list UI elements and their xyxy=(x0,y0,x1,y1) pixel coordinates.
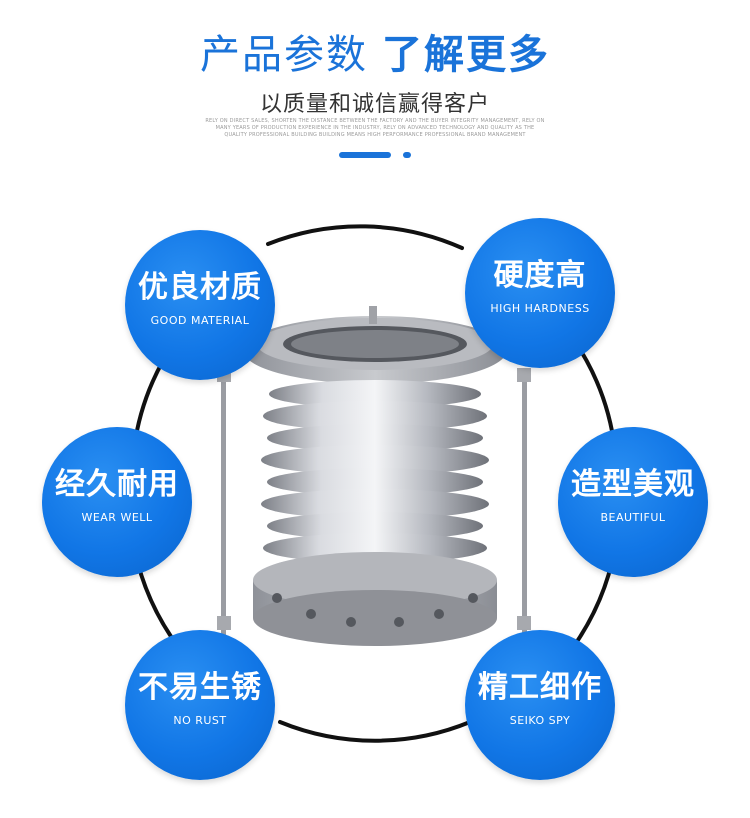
feature-badge-no-rust: 不易生锈 NO RUST xyxy=(125,630,275,780)
feature-title: 优良材质 xyxy=(138,270,262,305)
accent-bar xyxy=(339,152,391,158)
feature-title: 经久耐用 xyxy=(55,467,179,502)
feature-subtitle: WEAR WELL xyxy=(81,511,153,524)
feature-title: 硬度高 xyxy=(493,258,587,293)
feature-title: 造型美观 xyxy=(571,467,695,502)
feature-title: 精工细作 xyxy=(478,670,602,705)
title-light: 产品参数 xyxy=(200,32,368,78)
feature-stage: 优良材质 GOOD MATERIAL 硬度高 HIGH HARDNESS 经久耐… xyxy=(0,190,750,818)
accent-dot xyxy=(403,152,411,158)
fine-print-line: MANY YEARS OF PRODUCTION EXPERIENCE IN T… xyxy=(215,125,535,131)
feature-subtitle: SEIKO SPY xyxy=(509,714,571,727)
ring-arc xyxy=(266,224,464,250)
feature-title: 不易生锈 xyxy=(138,670,262,705)
feature-subtitle: BEAUTIFUL xyxy=(600,511,666,524)
header: 产品参数了解更多 以质量和诚信赢得客户 RELY ON DIRECT SALES… xyxy=(0,0,750,190)
feature-badge-high-hardness: 硬度高 HIGH HARDNESS xyxy=(465,218,615,368)
page-title: 产品参数了解更多 xyxy=(0,30,750,80)
feature-badge-beautiful: 造型美观 BEAUTIFUL xyxy=(558,427,708,577)
feature-badge-good-material: 优良材质 GOOD MATERIAL xyxy=(125,230,275,380)
fine-print-line: RELY ON DIRECT SALES, SHORTEN THE DISTAN… xyxy=(205,118,545,124)
feature-subtitle: GOOD MATERIAL xyxy=(150,314,250,327)
title-bold: 了解更多 xyxy=(382,32,550,78)
product-image xyxy=(217,306,531,646)
fine-print: RELY ON DIRECT SALES, SHORTEN THE DISTAN… xyxy=(0,118,750,139)
page-subtitle: 以质量和诚信赢得客户 xyxy=(259,92,490,117)
ring-arc xyxy=(278,720,472,743)
feature-badge-seiko-spy: 精工细作 SEIKO SPY xyxy=(465,630,615,780)
feature-subtitle: HIGH HARDNESS xyxy=(490,302,590,315)
feature-subtitle: NO RUST xyxy=(173,714,227,727)
feature-badge-wear-well: 经久耐用 WEAR WELL xyxy=(42,427,192,577)
fine-print-line: QUALITY PROFESSIONAL BUILDING BUILDING M… xyxy=(224,132,526,138)
